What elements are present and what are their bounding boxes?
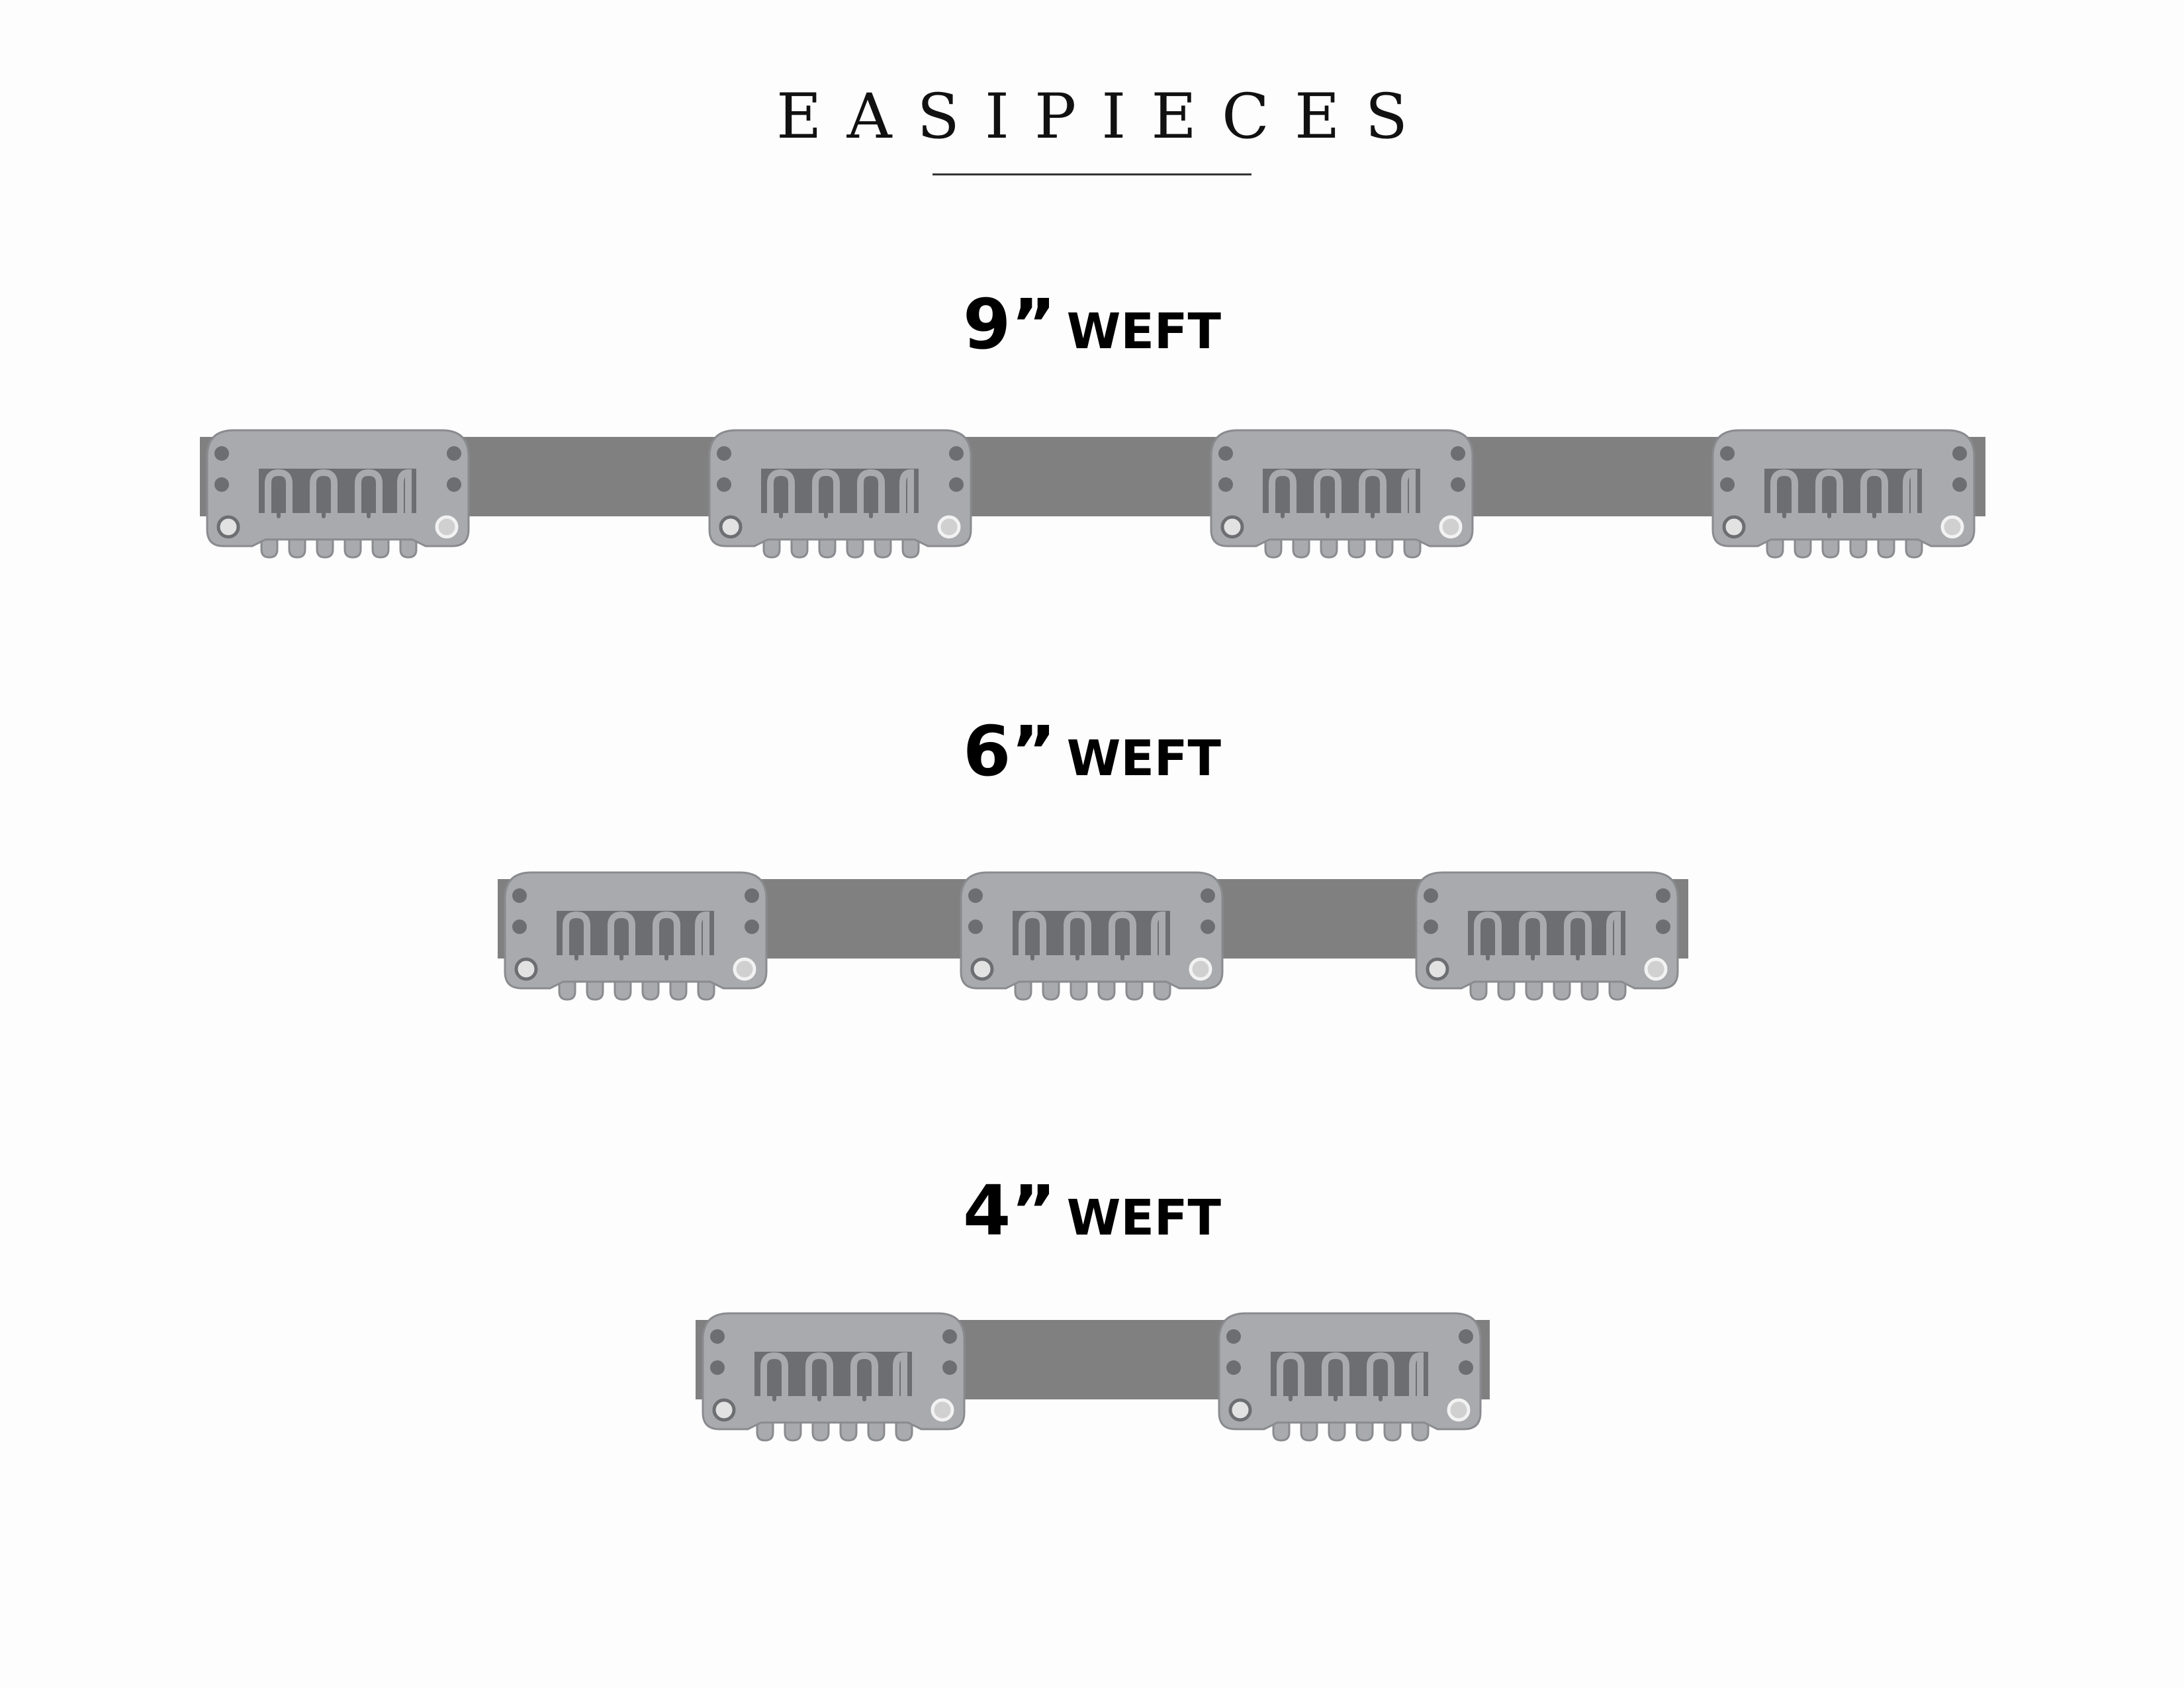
hair-clip [1713,430,1974,557]
weft-strip [200,437,1985,516]
weft-4-title: 4”WEFT [0,1176,2184,1245]
weft-4-size-label: 4” [963,1170,1056,1251]
brand-title: EASIPIECES [776,81,1433,153]
weft-9-group [200,430,1985,557]
hair-clip [505,872,766,1000]
hair-clip [709,430,971,557]
weft-6-title: 6”WEFT [0,717,2184,786]
weft-layer [200,430,1985,1440]
weft-4-word-label: WEFT [1066,1190,1221,1246]
weft-9-size-label: 9” [963,284,1056,365]
hair-clip [1219,1313,1480,1440]
hair-clip [207,430,469,557]
weft-6-group [498,872,1688,1000]
hair-clip [1416,872,1678,1000]
weft-9-title: 9”WEFT [0,290,2184,359]
brand-underline [933,173,1251,175]
hair-clip [703,1313,964,1440]
weft-6-word-label: WEFT [1066,730,1221,787]
hair-clip [961,872,1222,1000]
weft-4-group [696,1313,1490,1440]
weft-6-size-label: 6” [963,711,1056,792]
hair-clip [1211,430,1473,557]
weft-9-word-label: WEFT [1066,303,1221,360]
